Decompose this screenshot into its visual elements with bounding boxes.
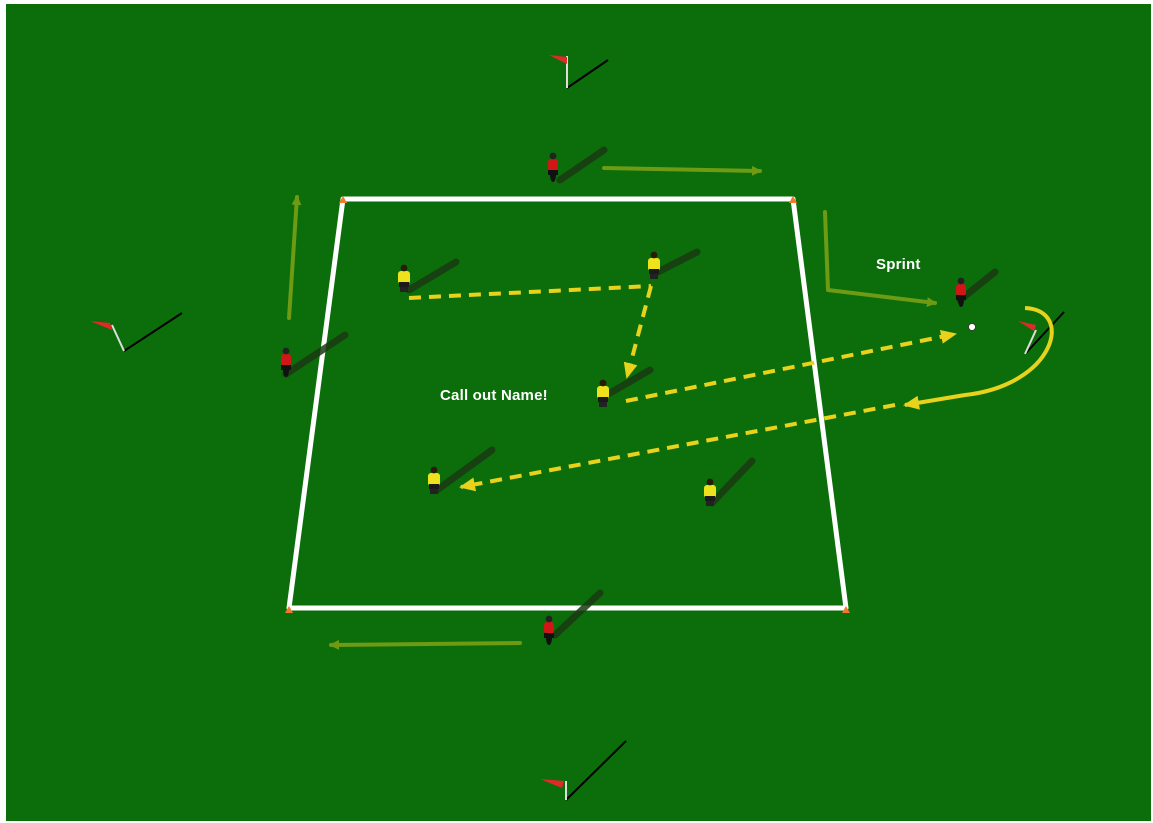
corner-flag-icon <box>540 740 627 801</box>
pass-line-4 <box>459 403 896 492</box>
rotation-arrow-left <box>287 195 302 320</box>
cone-icon <box>339 196 347 203</box>
corner-flag-icon <box>90 312 183 352</box>
corner-flag-icon <box>549 55 609 89</box>
pitch-background <box>6 4 1151 821</box>
curved-run-arrow <box>903 306 1054 410</box>
rotation-arrow-top <box>602 165 762 176</box>
cone-icon <box>285 606 293 613</box>
pass-line-3 <box>625 329 957 403</box>
call-out-name-label: Call out Name! <box>440 387 548 404</box>
rotation-arrow-bottom <box>329 639 522 650</box>
corner-flag-icon <box>1018 311 1065 355</box>
pass-line-2 <box>623 285 653 379</box>
sprint-arrow <box>823 210 937 307</box>
sprint-label: Sprint <box>876 256 921 273</box>
ball-icon <box>968 323 976 331</box>
cone-icon <box>842 606 850 613</box>
pass-line-1 <box>408 284 652 300</box>
cone-icon <box>789 196 797 203</box>
